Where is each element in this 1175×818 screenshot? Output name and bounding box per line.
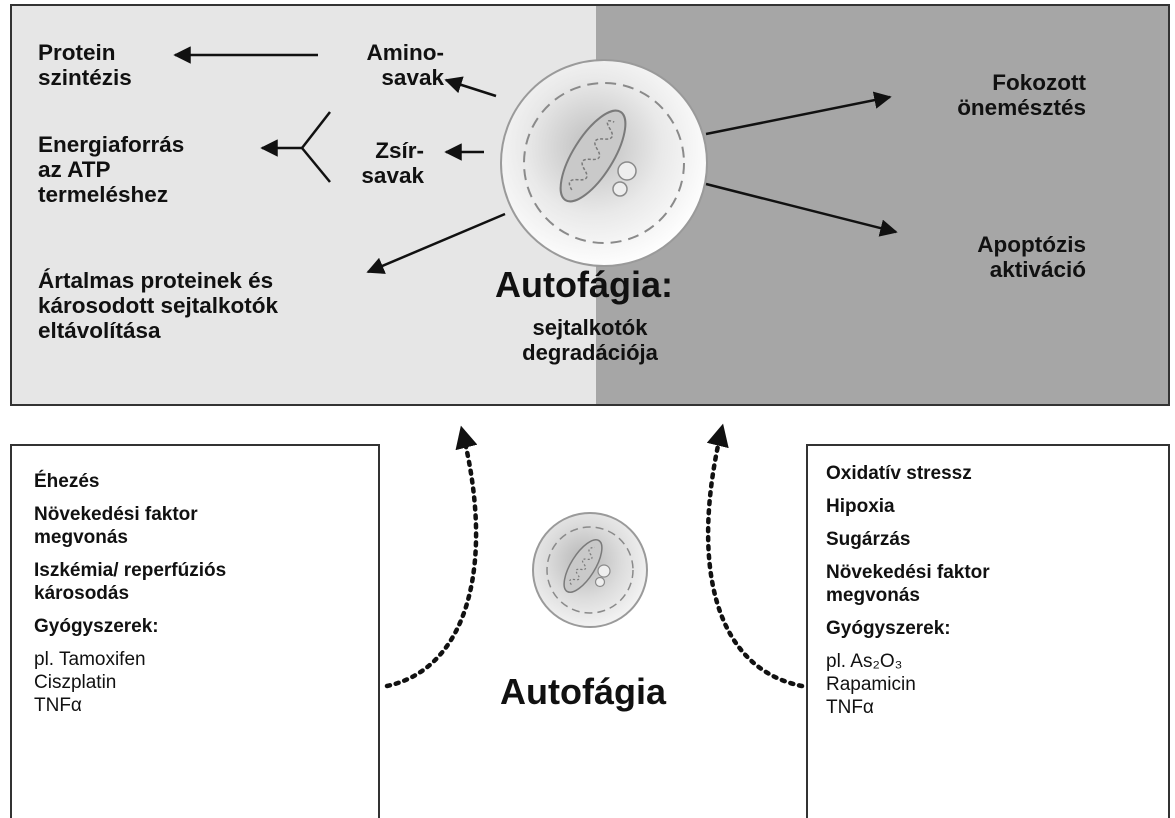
arrow-cell-to-amino xyxy=(444,76,497,98)
inducer-item: Sugárzás xyxy=(826,529,911,550)
arrow-cell-to-removal xyxy=(366,212,506,274)
inducer-item: Éhezés xyxy=(34,471,100,492)
label-energy-source: Energiaforrás az ATP termeléshez xyxy=(38,132,185,207)
label-harmful-removal: Ártalmas proteinek és károsodott sejtalk… xyxy=(38,268,279,343)
cell-icon xyxy=(500,59,708,267)
inducer-item: Gyógyszerek: xyxy=(826,618,951,639)
inducer-item: Növekedési faktor megvonás xyxy=(826,562,990,606)
inducer-item: Iszkémia/ reperfúziós károsodás xyxy=(34,560,227,604)
label-amino-acids: Amino- savak xyxy=(366,40,445,90)
arrow-cell-to-self-digestion xyxy=(705,91,892,136)
inducer-item: Gyógyszerek: xyxy=(34,616,159,637)
mitochondrion-icon xyxy=(559,109,627,203)
inducer-item: pl. As₂O₃ xyxy=(826,651,903,672)
fork-to-energy xyxy=(260,111,331,183)
label-protein-synthesis: Protein szintézis xyxy=(38,40,132,90)
dotted-arrow-right xyxy=(705,423,805,689)
inducer-item: TNFα xyxy=(826,697,874,718)
label-fatty-acids: Zsír- savak xyxy=(361,138,424,188)
cell-icon xyxy=(532,512,648,628)
label-self-digestion: Fokozott önemésztés xyxy=(957,70,1086,120)
inducer-item: Ciszplatin xyxy=(34,672,117,693)
inducer-item: pl. Tamoxifen xyxy=(34,649,146,670)
autophagy-subtitle: sejtalkotók degradációja xyxy=(522,315,658,365)
mitochondrion-icon xyxy=(563,539,603,593)
dotted-arrow-left xyxy=(384,425,479,689)
inducer-item: TNFα xyxy=(34,695,82,716)
inducer-item: Hipoxia xyxy=(826,496,895,517)
inducer-item: Rapamicin xyxy=(826,674,916,695)
beneficial-effects-region xyxy=(12,6,596,404)
arrow-cell-to-apoptosis xyxy=(705,182,898,237)
autophagy-title: Autofágia: xyxy=(495,264,673,305)
autophagy-effects-panel xyxy=(10,4,1170,406)
inducer-item: Oxidatív stressz xyxy=(826,463,972,484)
label-apoptosis-activation: Apoptózis aktiváció xyxy=(977,232,1086,282)
autophagy-bottom-title: Autofágia xyxy=(500,671,666,712)
inducer-item: Növekedési faktor megvonás xyxy=(34,504,198,548)
